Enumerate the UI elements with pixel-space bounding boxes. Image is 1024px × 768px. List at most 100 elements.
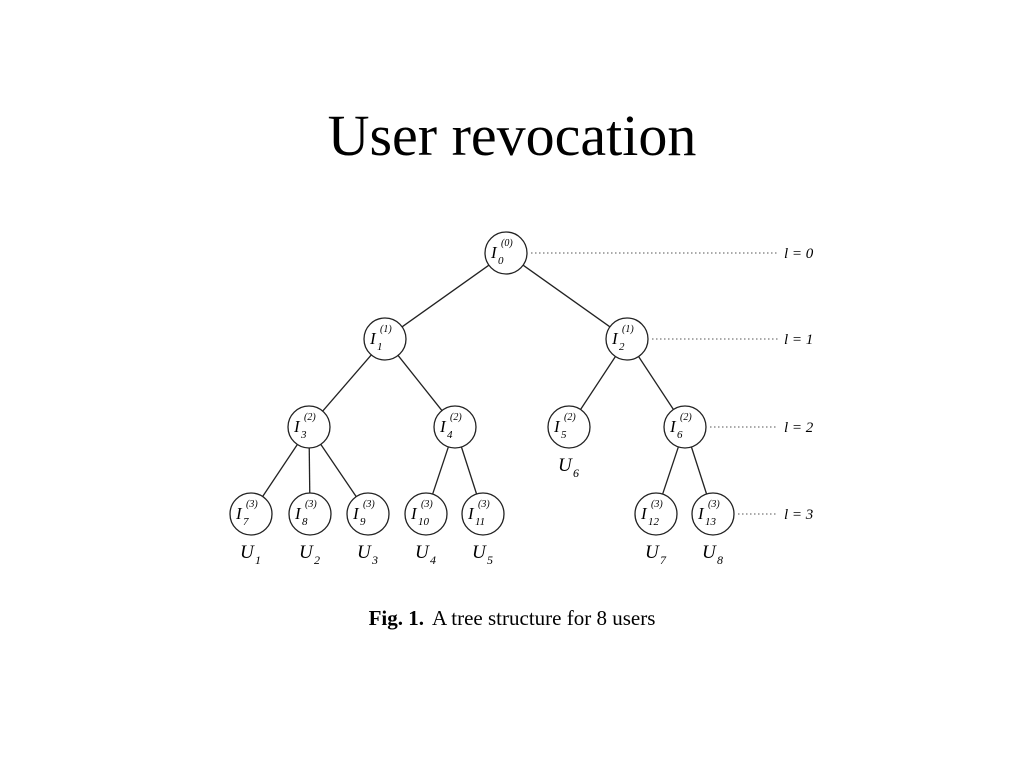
node-letter: I [490,243,498,262]
node-subscript: 13 [705,516,717,528]
tree-edge [460,446,478,495]
node-letter: I [697,504,705,523]
level-label: l = 0 [784,246,814,262]
node-superscript: (3) [478,499,490,510]
node-circle [288,492,332,536]
node-circle [287,405,331,449]
node-circle [229,492,273,536]
node-circle [363,317,407,361]
slide-title: User revocation [327,103,697,168]
node-superscript: (2) [680,412,692,423]
node-letter: I [640,504,648,523]
node-subscript: 6 [677,429,683,441]
caption-label: Fig. 1. [368,606,425,630]
node-superscript: (2) [450,412,462,423]
node-letter: I [235,504,243,523]
node-superscript: (3) [421,499,433,510]
user-letter: U [558,455,573,476]
tree-edge [522,264,611,328]
caption-text: A tree structure for 8 users [432,606,656,630]
node-subscript: 0 [498,255,504,267]
node-superscript: (3) [305,499,317,510]
node-circle [634,492,678,536]
tree-edge [320,444,357,497]
node-superscript: (1) [622,324,634,335]
user-letter: U [240,542,255,563]
node-superscript: (3) [708,499,720,510]
node-circle [346,492,390,536]
user-letter: U [645,542,660,563]
user-letter: U [299,542,314,563]
node-subscript: 5 [561,429,567,441]
tree-edge [580,356,616,410]
node-superscript: (0) [501,238,513,249]
user-subscript: 6 [573,466,579,480]
node-circle [484,231,528,275]
node-subscript: 3 [300,429,307,441]
node-letter: I [352,504,360,523]
node-subscript: 8 [302,516,308,528]
node-letter: I [293,417,301,436]
node-letter: I [369,329,377,348]
node-circle [605,317,649,361]
tree-edge [662,446,679,495]
user-subscript: 4 [430,553,436,567]
node-superscript: (3) [363,499,375,510]
level-label: l = 1 [784,332,813,348]
tree-edges [262,264,708,497]
tree-edge [308,447,311,494]
node-superscript: (2) [564,412,576,423]
node-circle [461,492,505,536]
node-superscript: (3) [246,499,258,510]
node-superscript: (1) [380,324,392,335]
user-subscript: 2 [314,553,320,567]
node-circle [404,492,448,536]
node-circle [663,405,707,449]
node-circle [547,405,591,449]
node-letter: I [294,504,302,523]
user-subscript: 1 [255,553,261,567]
user-subscript: 7 [660,553,667,567]
node-letter: I [410,504,418,523]
tree-edge [401,264,490,328]
tree-edge [432,446,449,495]
node-circle [433,405,477,449]
node-subscript: 7 [243,516,249,528]
figure-caption: Fig. 1. A tree structure for 8 users [0,606,1024,631]
level-label: l = 3 [784,507,813,523]
user-letter: U [357,542,372,563]
node-superscript: (3) [651,499,663,510]
node-subscript: 2 [619,341,625,353]
node-letter: I [467,504,475,523]
node-subscript: 1 [377,341,383,353]
user-subscript: 5 [487,553,493,567]
tree-edge [690,446,708,495]
user-subscript: 3 [371,553,378,567]
level-guides: l = 0l = 1l = 2l = 3 [531,246,814,523]
user-subscript: 8 [717,553,723,567]
node-letter: I [439,417,447,436]
tree-edge [262,444,298,497]
